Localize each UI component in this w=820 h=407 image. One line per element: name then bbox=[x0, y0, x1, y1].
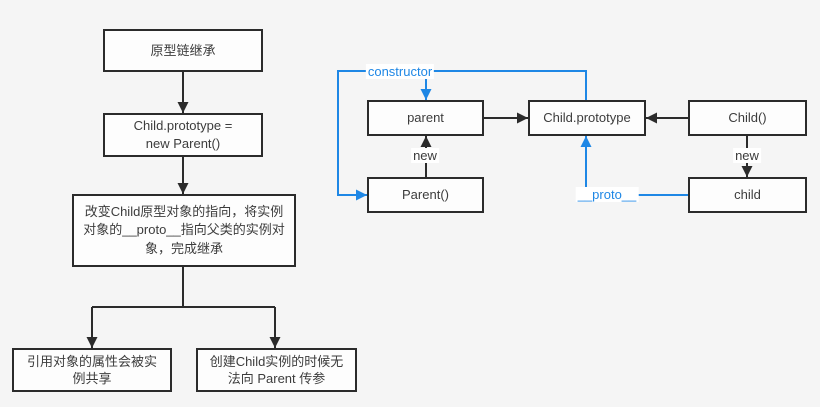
edge-label-constructor: constructor bbox=[365, 64, 435, 79]
flow-node-title-label: 原型链继承 bbox=[150, 42, 216, 58]
proto-node-child-instance: child bbox=[688, 177, 807, 213]
proto-node-child-prototype: Child.prototype bbox=[528, 100, 646, 136]
edge-label-proto: __proto__ bbox=[575, 187, 639, 202]
flow-node-drawback-right-label: 创建Child实例的时候无法向 Parent 传参 bbox=[209, 354, 344, 386]
proto-node-child-constructor-label: Child() bbox=[728, 110, 767, 125]
flow-node-description: 改变Child原型对象的指向，将实例对象的__proto__指向父类的实例对象，… bbox=[72, 194, 296, 267]
flow-node-step-label: Child.prototype = new Parent() bbox=[133, 118, 233, 151]
proto-node-parent-constructor-label: Parent() bbox=[402, 187, 449, 202]
proto-node-parent-constructor: Parent() bbox=[367, 177, 484, 213]
flow-node-drawback-left-label: 引用对象的属性会被实例共享 bbox=[26, 354, 157, 386]
edge-label-new-parent: new bbox=[411, 148, 439, 163]
flow-node-title: 原型链继承 bbox=[103, 29, 263, 72]
proto-node-child-prototype-label: Child.prototype bbox=[543, 110, 631, 125]
flow-node-description-label: 改变Child原型对象的指向，将实例对象的__proto__指向父类的实例对象，… bbox=[83, 203, 285, 256]
proto-node-parent-instance: parent bbox=[367, 100, 484, 136]
proto-node-child-constructor: Child() bbox=[688, 100, 807, 136]
flow-node-drawback-left: 引用对象的属性会被实例共享 bbox=[12, 348, 172, 392]
flow-node-step: Child.prototype = new Parent() bbox=[103, 113, 263, 157]
line-constructor-to-parentfn bbox=[337, 70, 587, 201]
edge-label-new-child: new bbox=[733, 148, 761, 163]
flow-node-drawback-right: 创建Child实例的时候无法向 Parent 传参 bbox=[196, 348, 357, 392]
proto-node-parent-instance-label: parent bbox=[407, 110, 444, 125]
proto-node-child-instance-label: child bbox=[734, 187, 761, 202]
